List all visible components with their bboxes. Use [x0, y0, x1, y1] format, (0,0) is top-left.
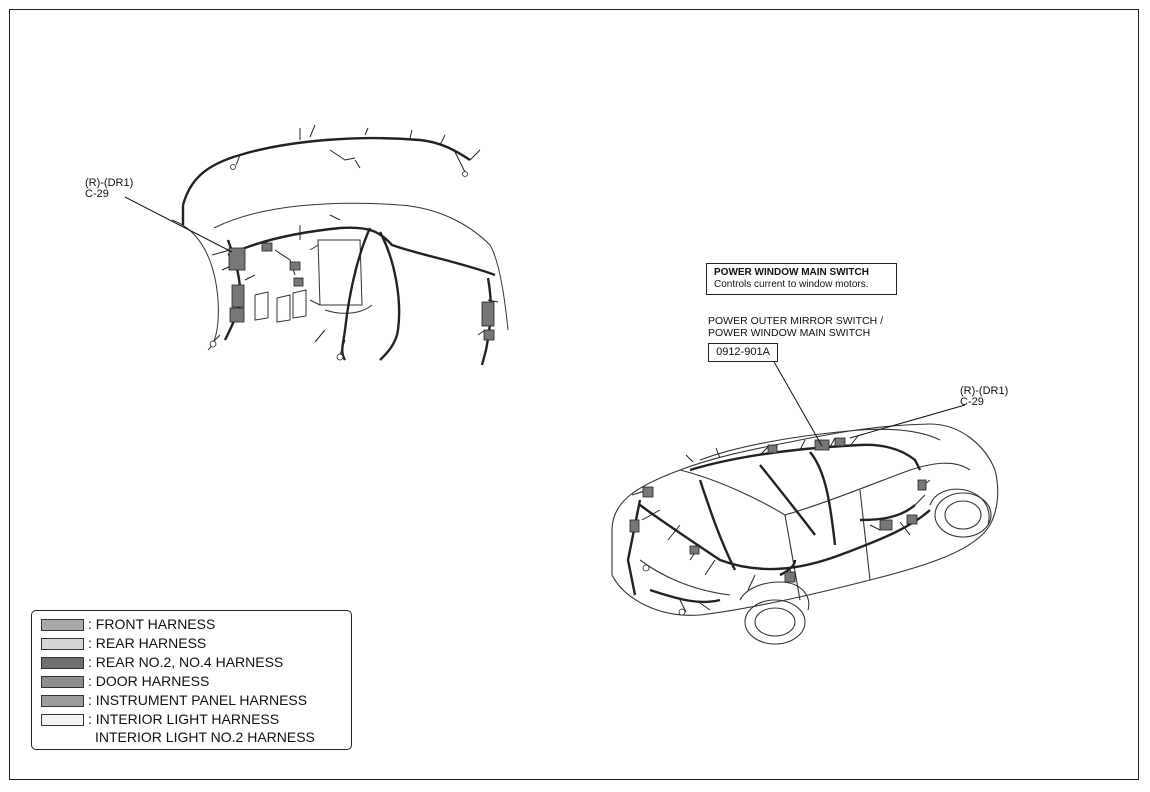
callout-description: Controls current to window motors. — [714, 279, 869, 290]
leader-line-c29-right — [849, 404, 966, 439]
dashboard-outline — [213, 202, 509, 331]
door-panel-outline — [171, 219, 219, 351]
car-body-outline — [611, 423, 999, 616]
connector-code-box: 0912-901A — [708, 343, 778, 362]
legend-label: : DOOR HARNESS — [88, 673, 210, 689]
connector-label-top-line1: (R)-(DR1) — [85, 177, 134, 189]
legend-swatch — [41, 619, 84, 631]
legend-label: : INTERIOR LIGHT HARNESS — [88, 711, 280, 727]
connector-label-right-line2: C-29 — [960, 396, 984, 408]
callout-title: POWER WINDOW MAIN SWITCH — [714, 267, 869, 278]
legend-label: INTERIOR LIGHT NO.2 HARNESS — [95, 729, 315, 745]
leader-line-switch — [772, 359, 823, 447]
legend-swatch — [41, 657, 84, 669]
connector-label-right-line1: (R)-(DR1) — [960, 385, 1009, 397]
legend-label: : INSTRUMENT PANEL HARNESS — [88, 692, 308, 708]
legend-swatch — [41, 695, 84, 707]
wheel-front — [744, 599, 806, 645]
legend-swatch — [41, 638, 84, 650]
dash-harness — [227, 226, 496, 277]
legend-label: : FRONT HARNESS — [88, 616, 216, 632]
car-roof-harness — [689, 443, 922, 472]
wheel-rear — [934, 492, 992, 538]
component-name-line1: POWER OUTER MIRROR SWITCH / — [708, 315, 883, 327]
component-name-line2: POWER WINDOW MAIN SWITCH — [708, 327, 871, 339]
legend-label: : REAR HARNESS — [88, 635, 207, 651]
car-floor-harness — [639, 504, 931, 571]
legend-swatch — [41, 676, 84, 688]
roof-harness — [181, 136, 471, 206]
leader-line-c29-top — [124, 196, 233, 253]
legend-swatch — [41, 714, 84, 726]
legend-label: : REAR NO.2, NO.4 HARNESS — [88, 654, 284, 670]
legend-box: : FRONT HARNESS : REAR HARNESS : REAR NO… — [31, 610, 352, 750]
connector-label-top-line2: C-29 — [85, 188, 109, 200]
callout-box: POWER WINDOW MAIN SWITCH Controls curren… — [706, 263, 897, 295]
diagram-frame — [9, 9, 1139, 780]
